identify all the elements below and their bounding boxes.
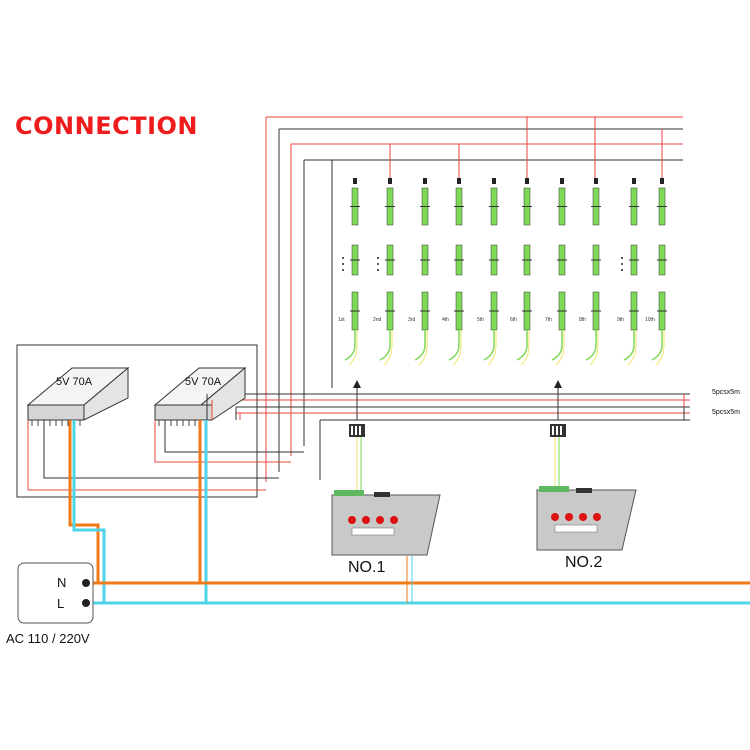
strip-column bbox=[551, 178, 567, 366]
strip-column bbox=[585, 178, 601, 366]
controller-mains bbox=[406, 556, 413, 603]
strip-feeders bbox=[389, 117, 663, 183]
controller-2 bbox=[536, 486, 637, 551]
data-arrows bbox=[353, 380, 562, 388]
strip-column bbox=[342, 178, 360, 366]
segment-label: 10th bbox=[645, 317, 655, 323]
psu-1-label: 5V 70A bbox=[56, 376, 93, 388]
strip-column bbox=[621, 178, 639, 366]
data-lines bbox=[356, 388, 560, 495]
lower-bus bbox=[207, 393, 690, 480]
strip-column bbox=[516, 178, 532, 366]
page-title: CONNECTION bbox=[15, 112, 198, 140]
strip-column bbox=[414, 178, 430, 366]
data-connectors bbox=[349, 424, 566, 437]
segment-label: 2nd bbox=[373, 317, 382, 323]
strip-column bbox=[483, 178, 499, 366]
ac-voltage-label: AC 110 / 220V bbox=[6, 631, 90, 646]
right-label-1: 5pcsx5m bbox=[712, 389, 741, 396]
segment-label: 1st bbox=[338, 317, 345, 323]
controller-1 bbox=[331, 490, 441, 556]
segment-label: 9th bbox=[617, 317, 624, 323]
controller-2-name: NO.2 bbox=[565, 554, 603, 571]
n-terminal bbox=[82, 579, 90, 587]
segment-label: 4th bbox=[442, 317, 449, 323]
segment-label: 7th bbox=[545, 317, 552, 323]
l-label: L bbox=[57, 596, 65, 611]
strip-column bbox=[651, 178, 667, 366]
ac-input-box bbox=[17, 562, 94, 624]
segment-label: 8th bbox=[579, 317, 586, 323]
segment-label: 3rd bbox=[408, 317, 416, 323]
l-terminal bbox=[82, 599, 90, 607]
top-bus bbox=[265, 116, 683, 482]
segment-label: 5th bbox=[477, 317, 484, 323]
mains-wiring bbox=[68, 420, 750, 605]
controller-1-name: NO.1 bbox=[348, 559, 386, 576]
segment-label: 6th bbox=[510, 317, 517, 323]
power-supply-1 bbox=[26, 366, 130, 426]
strip-column bbox=[377, 178, 395, 366]
psu-enclosure bbox=[16, 344, 258, 498]
psu-2-label: 5V 70A bbox=[185, 376, 222, 388]
strip-column bbox=[448, 178, 464, 366]
n-label: N bbox=[57, 575, 67, 590]
right-label-2: 5pcsx5m bbox=[712, 409, 741, 416]
led-strips bbox=[342, 178, 667, 366]
